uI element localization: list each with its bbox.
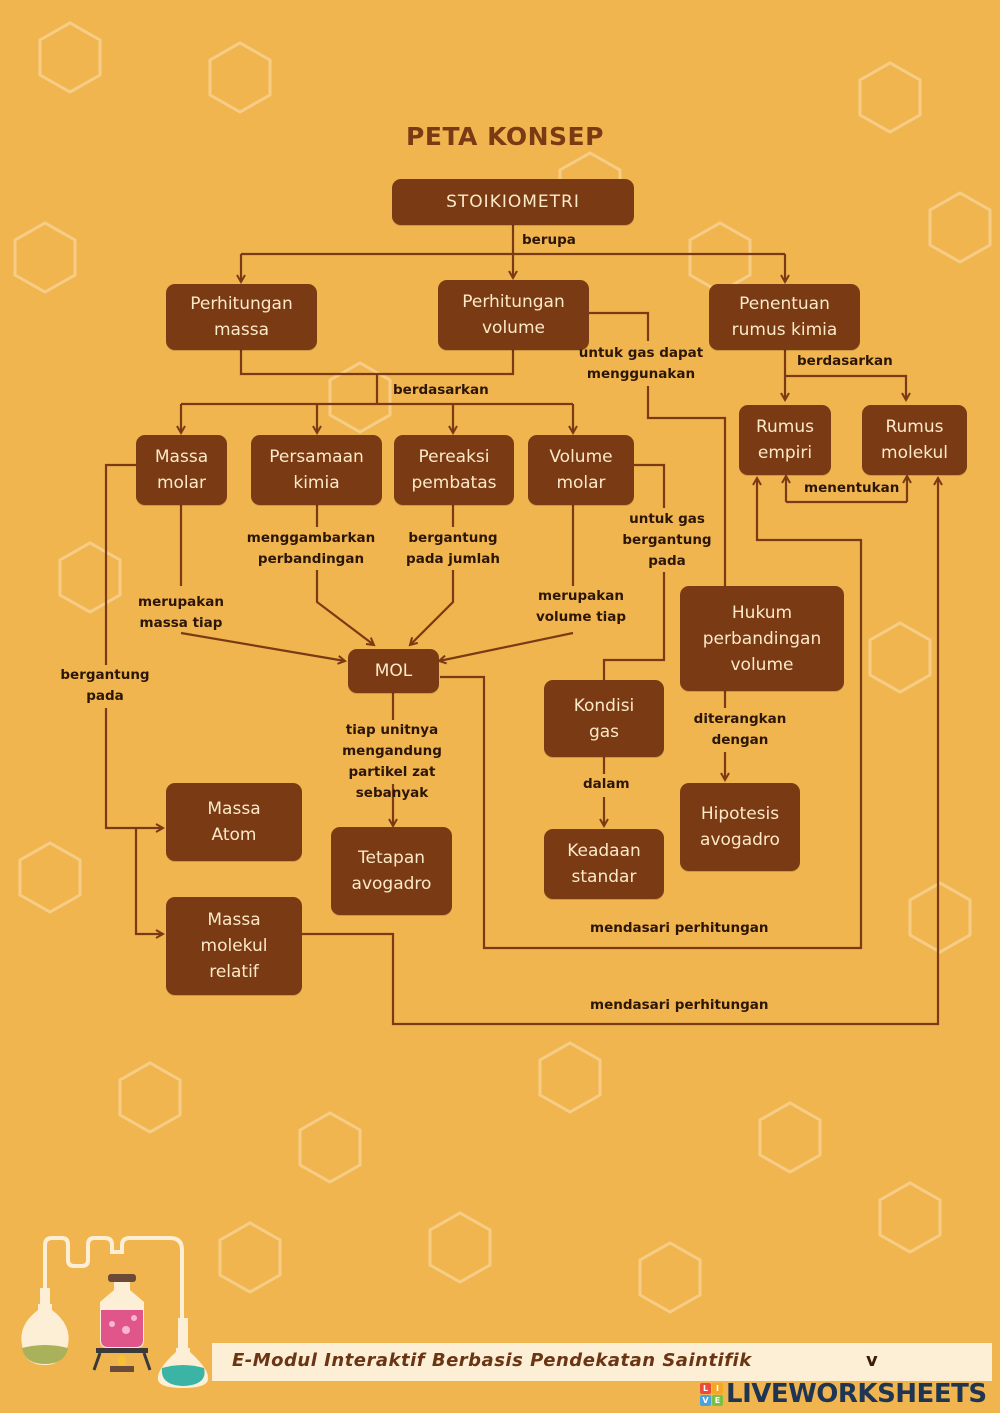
footer-bar: [212, 1343, 992, 1381]
label-untuk-gas-dapat: untuk gas dapat menggunakan: [578, 345, 704, 382]
node-rumus-molekul: Rumus molekul: [862, 405, 967, 475]
node-massa-molar: Massa molar: [136, 435, 227, 505]
label-menggambarkan: menggambarkan perbandingan: [246, 530, 376, 567]
label-tiap-unitnya: tiap unitnya mengandung partikel zat seb…: [342, 722, 442, 801]
node-perhitungan-massa: Perhitungan massa: [166, 284, 317, 350]
label-berupa: berupa: [522, 232, 576, 248]
label-merupakan-massa: merupakan massa tiap: [138, 594, 224, 631]
node-kondisi-gas: Kondisi gas: [544, 680, 664, 757]
label-untuk-gas-bergantung: untuk gas bergantung pada: [622, 511, 712, 569]
node-pereaksi-pembatas: Pereaksi pembatas: [394, 435, 514, 505]
lab-equipment-illustration: [21, 1236, 209, 1388]
label-diterangkan: diterangkan dengan: [693, 711, 787, 748]
label-berdasarkan-2: berdasarkan: [797, 353, 893, 369]
node-rumus-empiri: Rumus empiri: [739, 405, 831, 475]
logo-letter-i: I: [712, 1382, 723, 1394]
logo-letter-e: E: [712, 1394, 723, 1406]
node-massa-molekul-relatif: Massa molekul relatif: [166, 897, 302, 995]
label-bergantung-jumlah: bergantung pada jumlah: [406, 530, 500, 567]
node-perhitungan-volume: Perhitungan volume: [438, 280, 589, 350]
label-bergantung-pada: bergantung pada: [60, 667, 150, 704]
label-dalam: dalam: [583, 776, 630, 792]
liveworksheets-text: LIVEWORKSHEETS: [726, 1379, 987, 1409]
logo-letter-v: V: [700, 1394, 711, 1406]
node-hipotesis-avogadro: Hipotesis avogadro: [680, 783, 800, 871]
node-tetapan-avogadro: Tetapan avogadro: [331, 827, 452, 915]
footer-text: E-Modul Interaktif Berbasis Pendekatan S…: [232, 1350, 752, 1371]
node-massa-atom: Massa Atom: [166, 783, 302, 861]
label-berdasarkan-1: berdasarkan: [393, 382, 489, 398]
node-persamaan-kimia: Persamaan kimia: [251, 435, 382, 505]
node-penentuan-rumus-kimia: Penentuan rumus kimia: [709, 284, 860, 350]
node-stoikiometri: STOIKIOMETRI: [392, 179, 634, 225]
label-mendasari-1: mendasari perhitungan: [590, 920, 769, 936]
node-hukum-perbandingan-volume: Hukum perbandingan volume: [680, 586, 844, 691]
label-merupakan-volume: merupakan volume tiap: [535, 588, 627, 625]
liveworksheets-watermark[interactable]: L I V E LIVEWORKSHEETS: [700, 1378, 987, 1410]
logo-letter-l: L: [700, 1382, 711, 1394]
footer-page-number: v: [866, 1350, 878, 1371]
liveworksheets-logo-icon: L I V E: [700, 1382, 723, 1406]
label-menentukan: menentukan: [804, 480, 900, 496]
node-volume-molar: Volume molar: [528, 435, 634, 505]
node-keadaan-standar: Keadaan standar: [544, 829, 664, 899]
node-mol: MOL: [348, 649, 439, 693]
page-title: PETA KONSEP: [406, 122, 604, 151]
label-mendasari-2: mendasari perhitungan: [590, 997, 769, 1013]
